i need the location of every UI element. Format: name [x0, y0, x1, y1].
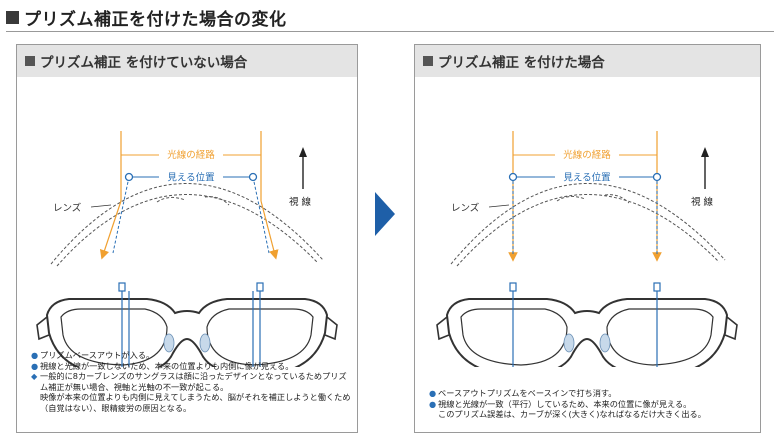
gaze-label: 視 線	[289, 196, 312, 208]
title-square-icon	[6, 10, 19, 24]
note-text: 一般的に8カーブレンズのサングラスは顔に沿ったデザインとなっているためプリズム補…	[40, 371, 347, 392]
header-square-icon	[25, 56, 35, 66]
visual-axis-left	[118, 282, 130, 367]
visible-position-right-dot	[652, 172, 662, 182]
visible-position-label: 見える位置	[167, 172, 214, 184]
visible-position-label: 見える位置	[563, 172, 610, 184]
visual-axis-left	[509, 282, 517, 367]
glasses-illustration	[436, 298, 738, 367]
note-bullet-icon: ●	[429, 398, 437, 409]
light-path-right-arrow	[260, 200, 279, 260]
title-rule	[6, 31, 774, 32]
note-text: 映像が本来の位置よりも内側に見えてしまうため、脳がそれを補正しようと働くため（自…	[40, 392, 351, 413]
visible-position-left-dot	[508, 172, 518, 182]
note-row: ●視線と光線が一致（平行）しているため、本来の位置に像が見える。	[429, 399, 754, 410]
panel-header-text: プリズム補正 を付けた場合	[438, 55, 605, 71]
gaze-label: 視 線	[691, 196, 714, 208]
glasses-illustration	[36, 298, 338, 367]
page-title: プリズム補正を付けた場合の変化	[6, 4, 287, 30]
panel-without-prism: プリズム補正 を付けていない場合 レンズ 光線の経路 見え	[16, 44, 358, 433]
light-path-left-arrow	[99, 200, 122, 260]
lens-outer-arc	[450, 183, 726, 265]
gaze-left-dashed	[112, 176, 130, 254]
note-text: プリズムベースアウトが入る。	[40, 350, 155, 360]
visible-position-right-dot	[248, 172, 258, 182]
lens-bump-left	[556, 195, 586, 202]
note-row: ●視線と光線が一致しないため、本来の位置よりも内側に像が見える。	[31, 361, 353, 372]
notes-with-prism: ●ベースアウトプリズムをベースインで打ち消す。 ●視線と光線が一致（平行）してい…	[429, 388, 754, 420]
note-bullet-icon: ●	[31, 350, 39, 360]
panel-with-prism: プリズム補正 を付けた場合 レンズ 光線の経路 見える位置 視 線	[414, 44, 761, 433]
page-title-text: プリズム補正を付けた場合の変化	[24, 9, 287, 30]
light-path-label: 光線の経路	[167, 149, 215, 161]
visible-position-left-dot	[124, 172, 134, 182]
visual-axis-right	[252, 282, 264, 367]
note-text: ベースアウトプリズムをベースインで打ち消す。	[438, 388, 617, 398]
diagram-with-prism: レンズ 光線の経路 見える位置 視 線	[436, 131, 738, 367]
note-text: 視線と光線が一致（平行）しているため、本来の位置に像が見える。	[438, 398, 692, 409]
header-square-icon	[423, 56, 433, 66]
note-row: ●プリズムベースアウトが入る。	[31, 350, 353, 361]
diagram-without-prism: レンズ 光線の経路 見える位置 視 線	[36, 131, 338, 367]
lens-label: レンズ	[53, 202, 82, 214]
note-text: 視線と光線が一致しないため、本来の位置よりも内側に像が見える。	[40, 360, 294, 371]
note-row: このプリズム誤差は、カーブが深く(大きく)なればなるだけ大きく出る。	[429, 409, 754, 420]
lens-outer-arc	[50, 183, 324, 265]
gaze-arrow-head	[701, 147, 709, 157]
note-bullet-icon: ●	[31, 360, 39, 371]
lens-bump-right	[204, 196, 230, 206]
note-row: ●ベースアウトプリズムをベースインで打ち消す。	[429, 388, 754, 399]
gaze-arrow-head	[299, 147, 307, 157]
note-row: 映像が本来の位置よりも内側に見えてしまうため、脳がそれを補正しようと働くため（自…	[31, 392, 353, 413]
light-path-label: 光線の経路	[563, 149, 611, 161]
note-bullet-icon: ●	[429, 388, 437, 398]
lens-bump-right	[604, 194, 630, 204]
panel-header: プリズム補正 を付けていない場合	[17, 45, 357, 77]
panel-header: プリズム補正 を付けた場合	[415, 45, 760, 77]
note-indent	[31, 392, 40, 413]
notes-without-prism: ●プリズムベースアウトが入る。 ●視線と光線が一致しないため、本来の位置よりも内…	[31, 350, 353, 414]
lens-leader-line	[90, 204, 112, 208]
note-row: ◆一般的に8カーブレンズのサングラスは顔に沿ったデザインとなっているためプリズム…	[31, 371, 353, 392]
note-diamond-icon: ◆	[31, 371, 38, 382]
lens-inner-arc	[456, 194, 720, 267]
gaze-right-dashed	[252, 176, 270, 254]
visual-axis-right	[653, 282, 661, 367]
transition-arrow-icon	[375, 192, 395, 236]
lens-leader-line	[488, 204, 510, 208]
lens-label: レンズ	[451, 202, 480, 214]
note-text: このプリズム誤差は、カーブが深く(大きく)なればなるだけ大きく出る。	[438, 409, 706, 420]
lens-inner-arc	[56, 194, 318, 267]
lens-bump-left	[156, 196, 186, 203]
note-indent	[429, 409, 438, 420]
panel-header-text: プリズム補正 を付けていない場合	[40, 55, 248, 71]
